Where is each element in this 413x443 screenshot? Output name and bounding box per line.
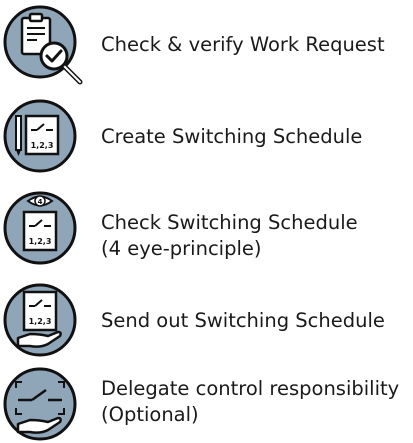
- step-sublabel: (4 eye-principle): [101, 237, 262, 260]
- step-check-verify-work-request: Check & verify Work Request: [0, 4, 413, 90]
- step-label: Send out Switching Schedule: [101, 309, 385, 332]
- switch-delegate-hand-icon: [2, 366, 78, 442]
- step-label: Delegate control responsibility: [101, 377, 400, 400]
- step-label: Check & verify Work Request: [101, 33, 385, 56]
- switching-schedule-pencil-icon: 1,2,3: [2, 98, 78, 174]
- switching-schedule-eye-icon: 4 1,2,3: [2, 190, 78, 266]
- step-check-switching-schedule: 4 1,2,3 Check Switching Schedule (4 eye-…: [0, 190, 413, 272]
- step-label: Create Switching Schedule: [101, 125, 363, 148]
- svg-text:1,2,3: 1,2,3: [29, 237, 52, 246]
- clipboard-check-magnifier-icon: [2, 4, 83, 85]
- svg-text:1,2,3: 1,2,3: [29, 317, 52, 326]
- eye-badge: 4: [38, 198, 43, 206]
- step-label: Check Switching Schedule: [101, 211, 358, 234]
- step-send-out-switching-schedule: 1,2,3 Send out Switching Schedule: [0, 282, 413, 364]
- switching-schedule-hand-icon: 1,2,3: [2, 282, 78, 358]
- step-create-switching-schedule: 1,2,3 Create Switching Schedule: [0, 98, 413, 180]
- step-delegate-control-responsibility: Delegate control responsibility (Optiona…: [0, 366, 413, 442]
- step-sublabel: (Optional): [101, 403, 199, 426]
- svg-text:1,2,3: 1,2,3: [31, 141, 54, 150]
